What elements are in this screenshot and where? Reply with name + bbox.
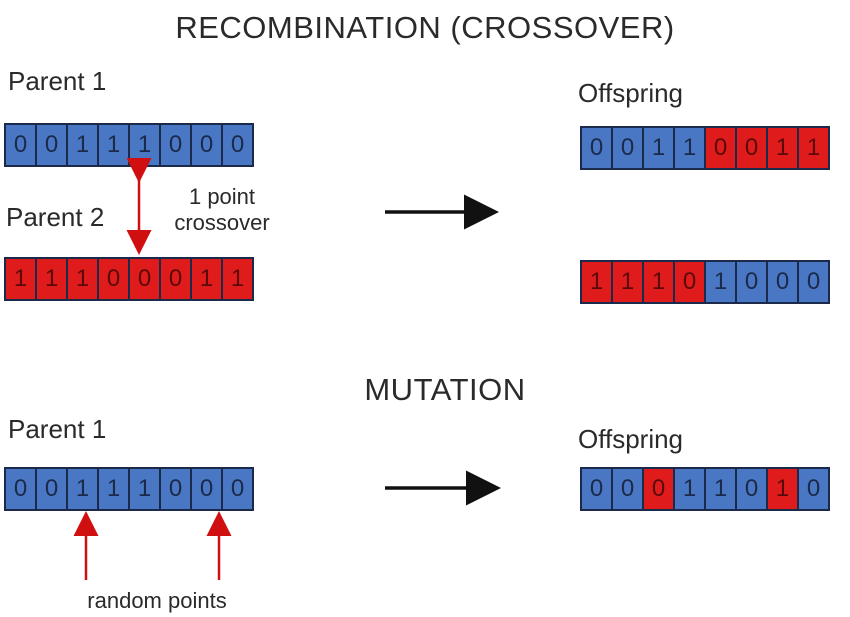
gene-cell: 1 [673, 467, 706, 511]
gene-cell: 0 [35, 467, 68, 511]
gene-cell: 1 [97, 467, 130, 511]
gene-cell: 1 [35, 257, 68, 301]
gene-cell: 0 [735, 260, 768, 304]
mutation-offspring-label: Offspring [578, 424, 684, 454]
gene-cell: 0 [159, 123, 192, 167]
gene-cell: 1 [611, 260, 644, 304]
gene-cell: 1 [221, 257, 254, 301]
gene-cell: 0 [190, 123, 223, 167]
mutation-parent1-label: Parent 1 [8, 414, 107, 444]
gene-cell: 0 [611, 467, 644, 511]
gene-cell: 0 [4, 467, 37, 511]
gene-cell: 1 [642, 126, 675, 170]
gene-cell: 0 [580, 126, 613, 170]
gene-cell: 0 [159, 257, 192, 301]
gene-cell: 1 [66, 257, 99, 301]
crossover-note-line1: 1 point [188, 184, 256, 209]
gene-cell: 0 [642, 467, 675, 511]
parent1-label: Parent 1 [8, 66, 107, 96]
gene-cell: 1 [128, 467, 161, 511]
gene-cell: 0 [128, 257, 161, 301]
gene-cell: 0 [221, 467, 254, 511]
gene-cell: 0 [797, 260, 830, 304]
gene-cell: 1 [642, 260, 675, 304]
gene-cell: 0 [797, 467, 830, 511]
gene-cell: 1 [704, 467, 737, 511]
recombination-title: RECOMBINATION (CROSSOVER) [175, 10, 675, 45]
gene-cell: 0 [159, 467, 192, 511]
gene-cell: 1 [4, 257, 37, 301]
gene-cell: 0 [580, 467, 613, 511]
gene-cell: 0 [35, 123, 68, 167]
offspring-label: Offspring [578, 78, 684, 108]
gene-cell: 1 [66, 123, 99, 167]
gene-cell: 1 [97, 123, 130, 167]
gene-cell: 1 [128, 123, 161, 167]
gene-cell: 1 [673, 126, 706, 170]
crossover-note: 1 point crossover [152, 184, 292, 236]
gene-cell: 0 [735, 126, 768, 170]
gene-cell: 1 [66, 467, 99, 511]
gene-cell: 1 [766, 467, 799, 511]
crossover-note-line2: crossover [174, 210, 270, 235]
gene-cell: 0 [766, 260, 799, 304]
random-points-label: random points [87, 588, 227, 613]
gene-cell: 1 [704, 260, 737, 304]
gene-cell: 0 [97, 257, 130, 301]
gene-cell: 0 [4, 123, 37, 167]
gene-cell: 0 [673, 260, 706, 304]
gene-cell: 1 [190, 257, 223, 301]
gene-cell: 1 [766, 126, 799, 170]
gene-cell: 0 [704, 126, 737, 170]
gene-cell: 0 [611, 126, 644, 170]
gene-cell: 1 [797, 126, 830, 170]
gene-cell: 0 [221, 123, 254, 167]
gene-cell: 1 [580, 260, 613, 304]
gene-cell: 0 [190, 467, 223, 511]
mutation-title: MUTATION [364, 372, 526, 407]
gene-cell: 0 [735, 467, 768, 511]
parent2-label: Parent 2 [6, 202, 105, 232]
